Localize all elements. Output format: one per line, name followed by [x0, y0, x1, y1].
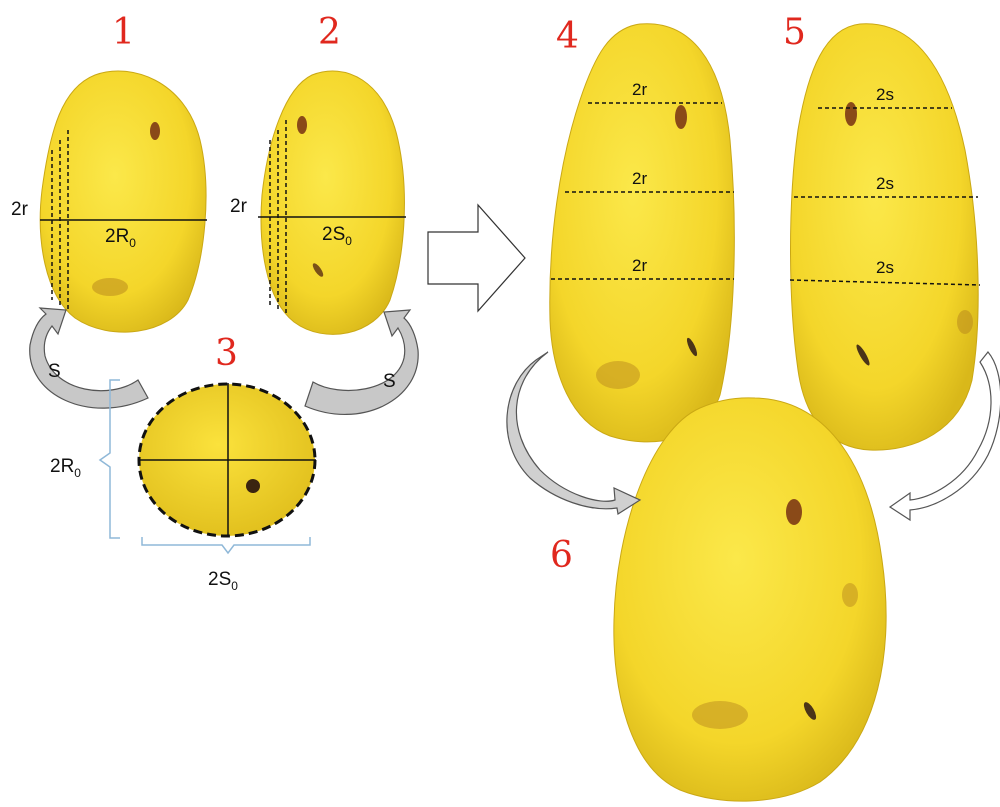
fruit-6-spot — [786, 499, 802, 525]
fruit-1: 2r 2R0 — [11, 71, 207, 332]
fruit-5-s-label-2: 2s — [876, 174, 894, 193]
fruit-1-spot — [150, 122, 160, 140]
fruit-1-blemish — [92, 278, 128, 296]
fruit-5-s-label-1: 2s — [876, 85, 894, 104]
panel-number-5: 5 — [783, 12, 806, 53]
panel-number-2: 2 — [318, 12, 341, 53]
fruit-4-spot — [675, 105, 687, 129]
panel-number-3: 3 — [215, 333, 238, 374]
cross-section-S-bracket — [142, 537, 310, 553]
fruit-5: 2s 2s 2s — [790, 24, 980, 450]
panel-number-6: 6 — [550, 535, 573, 576]
cross-section-spot — [246, 479, 260, 493]
fruit-2-r-label: 2r — [230, 196, 248, 217]
cross-section: 2R0 2S0 — [50, 380, 316, 593]
fruit-4-r-label-1: 2r — [632, 80, 647, 99]
fruit-2: 2r 2S0 — [230, 71, 406, 334]
fruit-6-blemish-2 — [842, 583, 858, 607]
right-arrow-s-label: S — [383, 371, 396, 392]
fruit-4-r-label-3: 2r — [632, 256, 647, 275]
cross-section-R-label: 2R0 — [50, 456, 81, 480]
fruit-1-r-label: 2r — [11, 199, 29, 220]
cross-section-S-label: 2S0 — [208, 569, 238, 593]
fruit-2-spot — [297, 116, 307, 134]
fruit-2-body — [261, 71, 404, 334]
panel-number-1: 1 — [112, 12, 135, 53]
transform-arrow — [428, 205, 525, 311]
fruit-4-r-label-2: 2r — [632, 169, 647, 188]
fruit-5-s-label-3: 2s — [876, 258, 894, 277]
fruit-4-blemish — [596, 361, 640, 389]
panel-number-4: 4 — [556, 16, 579, 57]
fruit-6 — [614, 398, 886, 801]
fruit-4: 2r 2r 2r — [550, 24, 735, 442]
fruit-5-spot — [845, 102, 857, 126]
left-arrow-s-label: S — [48, 361, 61, 382]
fruit-6-blemish-1 — [692, 701, 748, 729]
fruit-5-blemish — [957, 310, 973, 334]
